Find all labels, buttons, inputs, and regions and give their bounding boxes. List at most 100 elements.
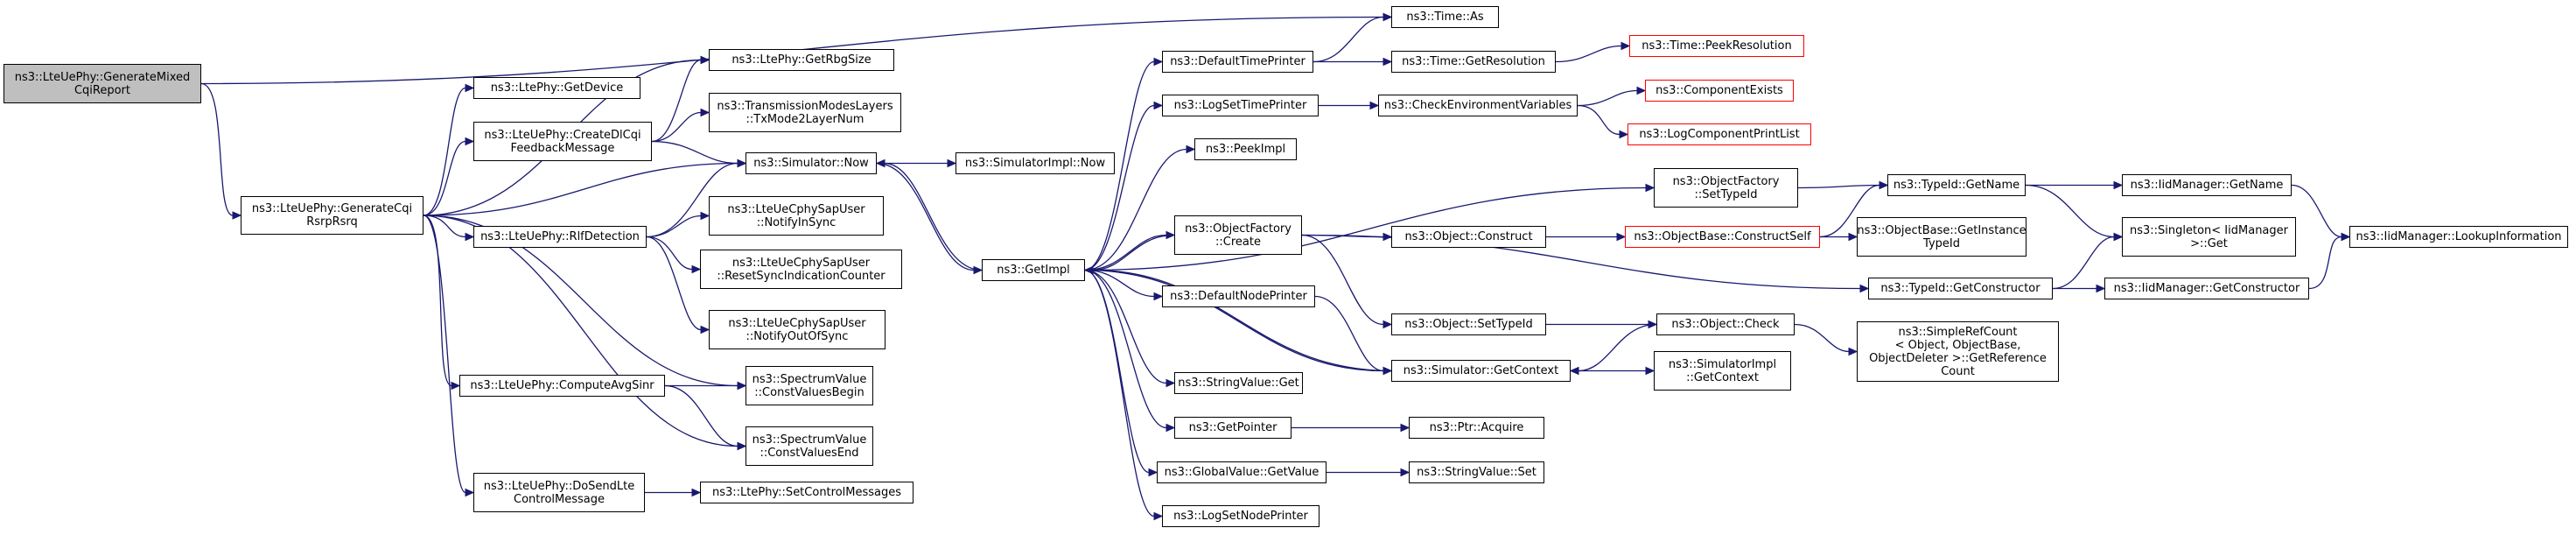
edge-arrowhead xyxy=(737,381,747,391)
node-objsettype[interactable]: ns3::Object::SetTypeId xyxy=(1391,313,1546,335)
edge-simnow-to-getimpl xyxy=(876,162,975,271)
node-defaultnode[interactable]: ns3::DefaultNodePrinter xyxy=(1162,285,1315,307)
edge-arrowhead xyxy=(1616,232,1627,242)
node-createdlcqi[interactable]: ns3::LteUePhy::CreateDlCqi FeedbackMessa… xyxy=(473,122,652,161)
node-checkenv[interactable]: ns3::CheckEnvironmentVariables xyxy=(1378,95,1578,116)
node-getpointer[interactable]: ns3::GetPointer xyxy=(1174,417,1292,439)
node-simimplnow[interactable]: ns3::SimulatorImpl::Now xyxy=(956,152,1115,174)
edge-iidctor-to-iidlookup xyxy=(2308,236,2342,290)
edge-typeidctor-to-singleton xyxy=(2052,236,2115,290)
node-globalget[interactable]: ns3::GlobalValue::GetValue xyxy=(1157,461,1326,483)
edge-gencqi-to-simnow xyxy=(423,162,738,216)
edge-arrowhead xyxy=(1382,320,1393,329)
node-notifyout[interactable]: ns3::LteUeCphySapUser ::NotifyOutOfSync xyxy=(709,310,886,349)
edge-arrowhead xyxy=(1166,378,1176,388)
edge-arrowhead xyxy=(1859,284,1870,293)
edge-rlf-to-simnow xyxy=(646,162,738,238)
node-iidctor[interactable]: ns3::IidManager::GetConstructor xyxy=(2104,278,2309,299)
edge-objfactcreate-to-objsettype xyxy=(1301,234,1384,326)
node-simplerefcount[interactable]: ns3::SimpleRefCount < Object, ObjectBase… xyxy=(1857,321,2059,382)
edge-arrowhead xyxy=(1636,86,1647,95)
edge-arrowhead xyxy=(875,158,886,168)
edge-arrowhead xyxy=(1848,232,1858,242)
node-objfactcreate[interactable]: ns3::ObjectFactory ::Create xyxy=(1174,215,1302,255)
edge-arrowhead xyxy=(2113,180,2124,190)
node-iidname[interactable]: ns3::IidManager::GetName xyxy=(2122,174,2292,196)
edge-gencqi-to-getdevice xyxy=(423,87,466,216)
edge-avgsinr-to-cvend xyxy=(664,384,738,447)
node-defaulttime[interactable]: ns3::DefaultTimePrinter xyxy=(1162,51,1313,73)
node-logsettime[interactable]: ns3::LogSetTimePrinter xyxy=(1162,95,1319,116)
edge-getimpl-to-strget xyxy=(1084,269,1167,384)
edge-getimpl-to-peekimpl xyxy=(1084,148,1187,271)
node-typeidname[interactable]: ns3::TypeId::GetName xyxy=(1887,174,2026,196)
node-objfactset[interactable]: ns3::ObjectFactory ::SetTypeId xyxy=(1654,168,1798,208)
edge-arrowhead xyxy=(700,108,710,117)
edge-arrowhead xyxy=(465,488,475,497)
node-typeidctor[interactable]: ns3::TypeId::GetConstructor xyxy=(1868,278,2053,299)
edge-rlf-to-resetsync xyxy=(646,236,693,271)
edge-checkenv-to-logcomplist xyxy=(1577,104,1620,136)
edge-iidname-to-iidlookup xyxy=(2291,184,2342,238)
node-cvend[interactable]: ns3::SpectrumValue ::ConstValuesEnd xyxy=(746,426,873,466)
node-compexists[interactable]: ns3::ComponentExists xyxy=(1645,80,1794,102)
edge-arrowhead xyxy=(700,325,710,334)
node-strset[interactable]: ns3::StringValue::Set xyxy=(1409,461,1544,483)
node-constructself[interactable]: ns3::ObjectBase::ConstructSelf xyxy=(1625,226,1820,248)
node-root[interactable]: ns3::LteUePhy::GenerateMixed CqiReport xyxy=(4,64,201,103)
edge-gencqi-to-dosendlte xyxy=(423,215,466,494)
node-simctx[interactable]: ns3::Simulator::GetContext xyxy=(1391,360,1571,382)
edge-arrowhead xyxy=(737,441,747,451)
node-objcheck[interactable]: ns3::Object::Check xyxy=(1656,313,1795,335)
edge-objfactset-to-typeidname xyxy=(1797,184,1880,189)
node-ptracquire[interactable]: ns3::Ptr::Acquire xyxy=(1409,417,1544,439)
edge-arrowhead xyxy=(2113,232,2124,242)
node-gencqi[interactable]: ns3::LteUePhy::GenerateCqi RsrpRsrq xyxy=(241,196,424,235)
edge-simctx-to-getimpl xyxy=(1092,269,1392,372)
node-resetsync[interactable]: ns3::LteUeCphySapUser ::ResetSyncIndicat… xyxy=(700,250,902,289)
edge-defaulttime-to-timeas xyxy=(1312,16,1384,63)
edge-arrowhead xyxy=(1382,12,1393,22)
node-setctrl[interactable]: ns3::LtePhy::SetControlMessages xyxy=(700,482,914,503)
node-getres[interactable]: ns3::Time::GetResolution xyxy=(1391,51,1556,73)
edge-arrowhead xyxy=(1879,180,1889,190)
node-objconstruct[interactable]: ns3::Object::Construct xyxy=(1391,226,1546,248)
node-rlf[interactable]: ns3::LteUePhy::RlfDetection xyxy=(473,226,647,248)
edge-arrowhead xyxy=(1153,511,1164,521)
edge-arrowhead xyxy=(1153,101,1164,110)
edge-gencqi-to-cvbegin xyxy=(423,215,738,387)
edge-arrowhead xyxy=(1083,265,1094,275)
node-logcomplist[interactable]: ns3::LogComponentPrintList xyxy=(1628,123,1811,145)
node-avgsinr[interactable]: ns3::LteUePhy::ComputeAvgSinr xyxy=(459,375,665,397)
edge-arrowhead xyxy=(1645,366,1656,376)
node-strget[interactable]: ns3::StringValue::Get xyxy=(1174,372,1303,394)
node-singleton[interactable]: ns3::Singleton< IidManager >::Get xyxy=(2122,217,2296,257)
node-getrbgsize[interactable]: ns3::LtePhy::GetRbgSize xyxy=(709,49,894,71)
node-dosendlte[interactable]: ns3::LteUePhy::DoSendLte ControlMessage xyxy=(473,473,645,512)
node-getdevice[interactable]: ns3::LtePhy::GetDevice xyxy=(473,77,640,99)
node-peekimpl[interactable]: ns3::PeekImpl xyxy=(1194,138,1297,160)
node-simnow[interactable]: ns3::Simulator::Now xyxy=(746,152,877,174)
node-timeas[interactable]: ns3::Time::As xyxy=(1391,6,1499,28)
edge-arrowhead xyxy=(1619,130,1629,139)
edge-arrowhead xyxy=(737,158,747,168)
edge-arrowhead xyxy=(451,381,461,391)
node-simimplctx[interactable]: ns3::SimulatorImpl ::GetContext xyxy=(1654,351,1791,391)
node-peekres[interactable]: ns3::Time::PeekResolution xyxy=(1629,35,1804,57)
edge-checkenv-to-compexists xyxy=(1577,89,1638,107)
edge-arrowhead xyxy=(1186,144,1196,154)
node-getimpl[interactable]: ns3::GetImpl xyxy=(982,259,1085,281)
edge-getres-to-peekres xyxy=(1555,45,1622,63)
edge-defaultnode-to-simctx xyxy=(1314,295,1384,372)
edge-gencqi-to-cvend xyxy=(423,215,738,447)
edge-createdlcqi-to-simnow xyxy=(651,140,738,165)
node-notifyinsync[interactable]: ns3::LteUeCphySapUser ::NotifyInSync xyxy=(709,196,884,236)
node-logsetnode[interactable]: ns3::LogSetNodePrinter xyxy=(1162,505,1320,527)
edge-constructself-to-typeidname xyxy=(1819,184,1880,238)
node-getinsttype[interactable]: ns3::ObjectBase::GetInstance TypeId xyxy=(1857,217,2026,257)
node-cvbegin[interactable]: ns3::SpectrumValue ::ConstValuesBegin xyxy=(746,366,873,405)
node-txmode[interactable]: ns3::TransmissionModesLayers ::TxMode2La… xyxy=(709,93,901,132)
edge-objcheck-to-simplerefcount xyxy=(1794,323,1850,353)
edge-getimpl-to-logsettime xyxy=(1084,104,1155,271)
node-iidlookup[interactable]: ns3::IidManager::LookupInformation xyxy=(2349,226,2568,248)
